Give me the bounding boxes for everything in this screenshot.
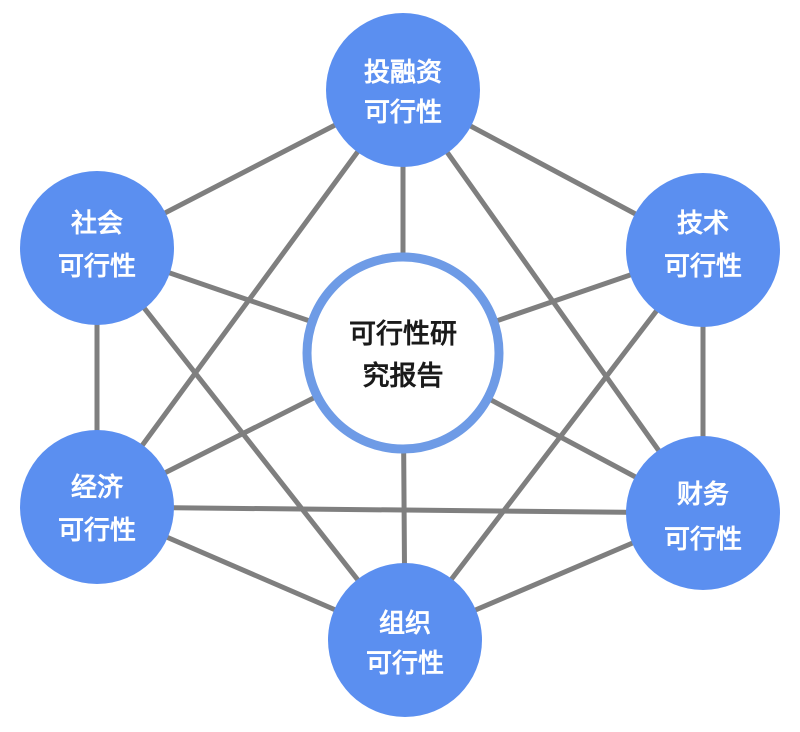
node-organization-line1: 组织 <box>379 608 431 639</box>
center-node: 可行性研 究报告 <box>302 252 504 454</box>
node-economy: 经济 可行性 <box>20 430 174 584</box>
node-organization: 组织 可行性 <box>328 563 482 717</box>
node-society-line1: 社会 <box>71 208 123 239</box>
edge-investment-economy <box>94 87 406 510</box>
node-economy-line2: 可行性 <box>58 515 136 546</box>
node-finance: 财务 可行性 <box>626 436 780 590</box>
center-label-line1: 可行性研 <box>349 318 457 350</box>
node-economy-circle <box>20 430 174 584</box>
node-finance-line2: 可行性 <box>664 524 742 555</box>
node-investment: 投融资 可行性 <box>326 13 480 167</box>
node-economy-line1: 经济 <box>71 472 124 503</box>
node-finance-circle <box>626 436 780 590</box>
node-finance-line1: 财务 <box>677 480 729 510</box>
node-society-line2: 可行性 <box>58 251 136 282</box>
node-technology-circle <box>626 173 780 327</box>
edge-investment-finance <box>400 87 706 516</box>
node-society: 社会 可行性 <box>20 171 174 325</box>
node-technology-line2: 可行性 <box>664 251 742 282</box>
edge-technology-organization <box>402 247 706 643</box>
node-technology-line1: 技术 <box>677 209 729 239</box>
node-organization-line2: 可行性 <box>366 648 444 679</box>
edge-society-organization <box>94 245 408 643</box>
node-technology: 技术 可行性 <box>626 173 780 327</box>
node-society-circle <box>20 171 174 325</box>
node-investment-line1: 投融资 <box>364 58 442 88</box>
edge-economy-finance <box>94 504 706 516</box>
center-label-line2: 究报告 <box>363 360 444 392</box>
node-organization-circle <box>328 563 482 717</box>
center-node-ring <box>302 252 504 454</box>
node-investment-line2: 可行性 <box>364 97 442 128</box>
node-investment-circle <box>326 13 480 167</box>
